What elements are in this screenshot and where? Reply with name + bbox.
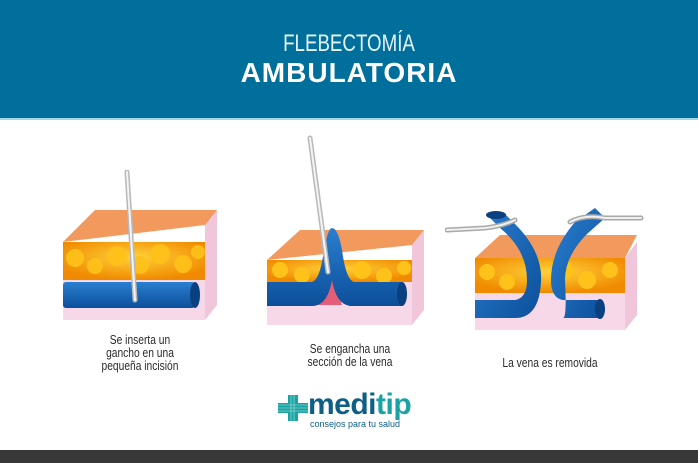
title-line-1: FLEBECTOMÍA <box>283 30 415 57</box>
logo-wordmark: meditip <box>308 388 412 422</box>
caption-line: Se inserta un <box>109 333 171 347</box>
logo-word-accent: tip <box>376 388 412 421</box>
vein-removed-skin-section-icon <box>445 208 644 330</box>
vein-hooked-skin-section-icon <box>267 135 424 325</box>
step-1-caption: Se inserta un gancho en una pequeña inci… <box>83 334 198 373</box>
needle-inserted-skin-section-icon <box>63 170 217 320</box>
title-banner: FLEBECTOMÍA AMBULATORIA <box>0 0 698 120</box>
step-3-caption: La vena es removida <box>484 357 615 370</box>
title-line-2: AMBULATORIA <box>240 57 458 88</box>
logo-tagline: consejos para tu salud <box>310 419 401 429</box>
step-2-caption: Se engancha una sección de la vena <box>289 343 412 369</box>
caption-line: La vena es removida <box>502 356 598 370</box>
footer-bar <box>0 450 698 463</box>
caption-line: pequeña incisión <box>101 359 179 373</box>
caption-line: sección de la vena <box>307 355 393 369</box>
logo-word-main: medi <box>308 388 377 421</box>
caption-line: gancho en una <box>106 346 174 360</box>
meditip-logo[interactable]: meditip consejos para tu salud <box>278 388 438 432</box>
medical-cross-icon <box>278 395 308 421</box>
caption-line: Se engancha una <box>309 342 391 356</box>
